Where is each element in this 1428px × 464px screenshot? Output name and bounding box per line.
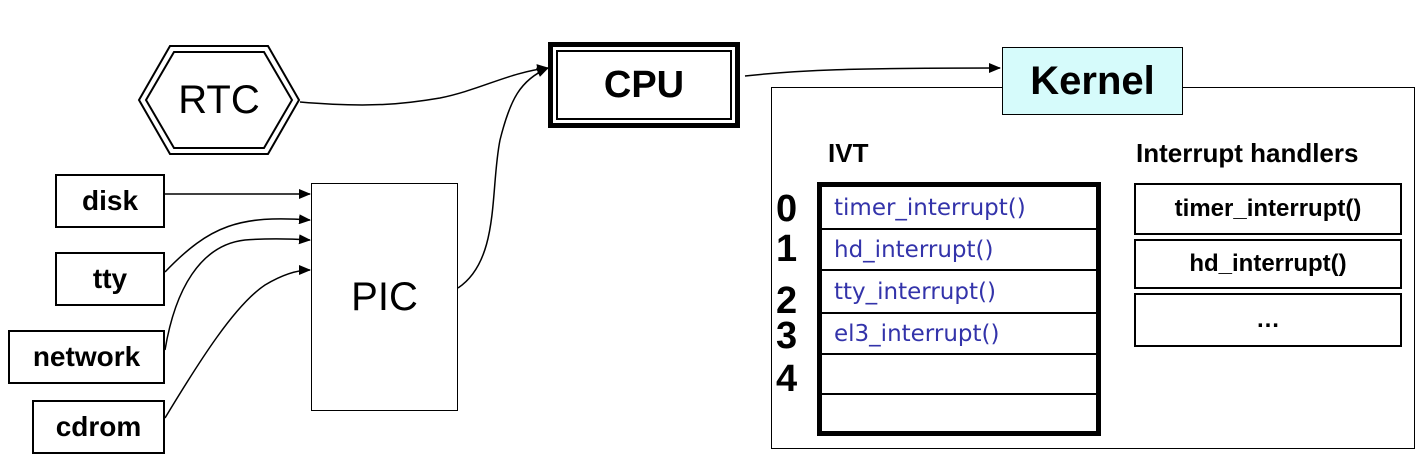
ivt-entry [822,395,1096,431]
ivt-index: 4 [776,358,798,400]
ivt-entry [822,355,1096,395]
wire-cpu-to-kernel [744,63,1001,77]
device-cdrom: cdrom [32,400,165,454]
ivt-table: timer_interrupt() hd_interrupt() tty_int… [817,182,1101,436]
ivt-index: 0 [776,188,798,230]
cpu-label: CPU [556,50,732,120]
rtc-label: RTC [178,77,260,122]
pic-box: PIC [311,183,458,411]
ivt-entry: el3_interrupt() [822,314,1096,355]
wire-network-to-pic [164,234,311,351]
rtc-node: RTC [137,44,301,156]
ivt-index: 1 [776,228,798,270]
ivt-entry: hd_interrupt() [822,230,1096,271]
handlers-title: Interrupt handlers [1136,138,1359,168]
kernel-label: Kernel [1002,47,1183,115]
wire-tty-to-pic [164,214,311,273]
handler-box: hd_interrupt() [1134,239,1402,289]
ivt-index: 3 [776,315,798,357]
ivt-title: IVT [828,138,869,168]
device-tty: tty [55,252,165,306]
handler-box: … [1134,293,1402,347]
rtc-hexagon-shape [137,45,301,155]
wire-cdrom-to-pic [164,265,311,419]
wire-rtc-to-cpu [299,64,549,106]
ivt-entry: timer_interrupt() [822,187,1096,230]
ivt-index: 2 [776,280,798,322]
wire-pic-to-cpu [457,67,549,289]
handler-box: timer_interrupt() [1134,183,1402,235]
cpu-box: CPU [548,42,740,128]
device-network: network [8,330,165,384]
ivt-entry: tty_interrupt() [822,271,1096,314]
device-disk: disk [55,174,165,228]
